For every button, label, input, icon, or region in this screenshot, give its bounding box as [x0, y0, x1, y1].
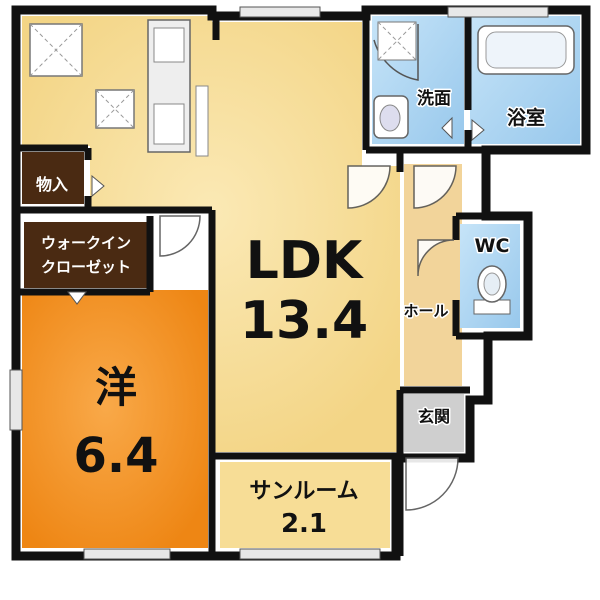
entrance-floor [404, 394, 464, 452]
water-fixtures [373, 21, 575, 315]
washroom-label: 洗面 [417, 88, 451, 109]
sunroom-name: サンルーム [249, 479, 358, 504]
ldk-size: 13.4 [240, 291, 368, 351]
closet-label-line2: クローゼット [41, 258, 131, 276]
sunroom-floor [220, 462, 390, 548]
walk-in-closet-floor [24, 222, 148, 288]
western-room-floor [22, 290, 208, 548]
opening-arrows [67, 116, 485, 305]
wc-label: WC [475, 235, 510, 257]
hall-label: ホール [403, 302, 448, 320]
bathroom-label: 浴室 [507, 106, 545, 129]
western-room-name: 洋 [95, 363, 137, 412]
storage-floor [22, 152, 84, 204]
closet-label-line1: ウォークイン [41, 234, 131, 252]
western-room-size: 6.4 [73, 428, 158, 484]
kitchen-fixtures [29, 19, 209, 157]
storage-label: 物入 [36, 175, 68, 194]
doors [159, 24, 459, 511]
windows [9, 6, 549, 560]
sunroom-size: 2.1 [281, 509, 327, 539]
ldk-name: LDK [246, 231, 364, 291]
entrance-label: 玄関 [418, 407, 450, 426]
